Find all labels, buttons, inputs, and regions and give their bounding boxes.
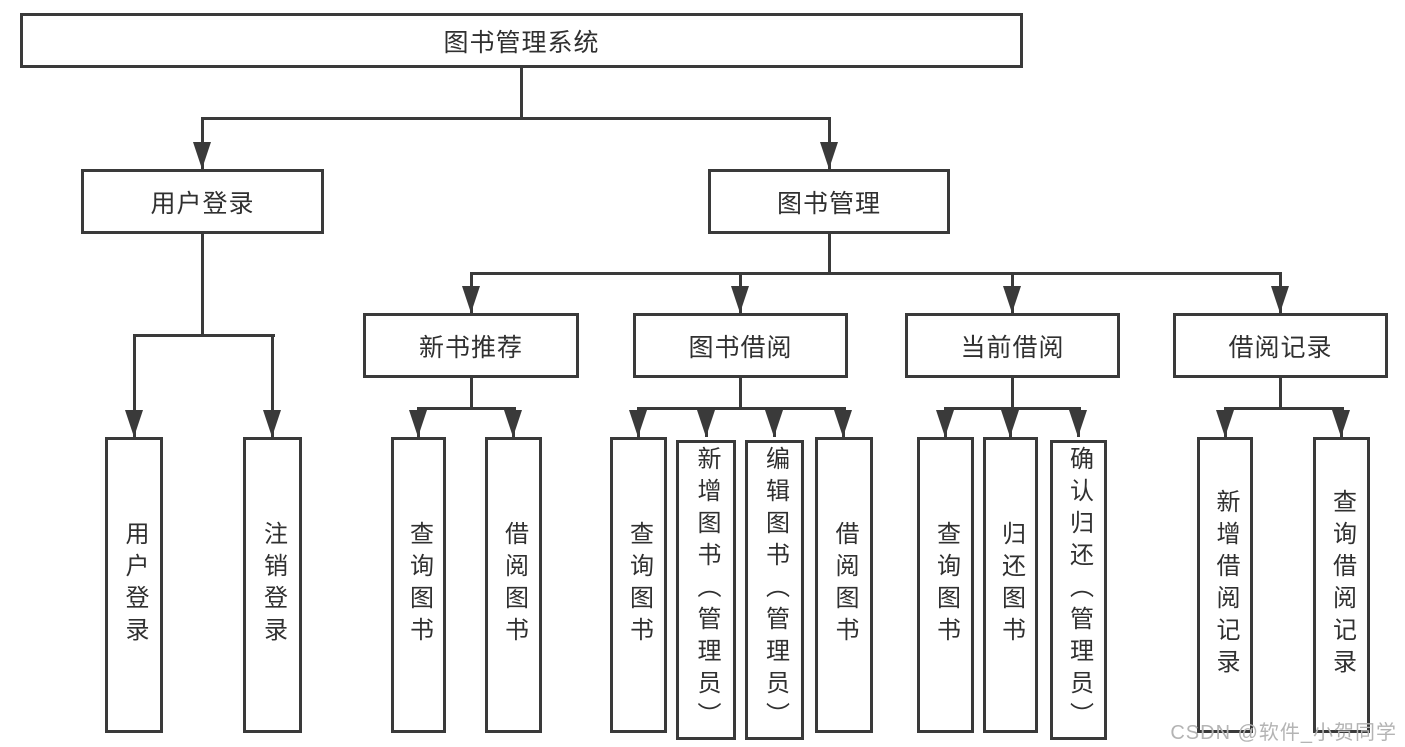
node-label: 确认归还（管理员） <box>1065 446 1093 734</box>
arrow-down-icon <box>820 142 838 169</box>
node-label: 编辑图书（管理员） <box>761 446 789 734</box>
arrow-down-icon <box>504 410 522 437</box>
node-current-borrow: 当前借阅 <box>905 313 1120 378</box>
connector-line <box>132 334 136 437</box>
connector-line <box>132 333 275 337</box>
node-label: 查询图书 <box>625 521 653 649</box>
node-borrow-records: 借阅记录 <box>1173 313 1388 378</box>
arrow-down-icon <box>629 410 647 437</box>
connector-line <box>469 271 1282 275</box>
connector-line <box>270 334 274 437</box>
node-label: 查询借阅记录 <box>1328 489 1356 681</box>
node-edit-book-admin: 编辑图书（管理员） <box>745 440 804 740</box>
node-label: 注销登录 <box>259 521 287 649</box>
node-label: 图书管理 <box>776 189 881 218</box>
arrow-down-icon <box>462 286 480 313</box>
connector-line <box>636 406 846 410</box>
node-add-borrow-record: 新增借阅记录 <box>1197 437 1253 733</box>
arrow-down-icon <box>765 410 783 437</box>
node-label: 用户登录 <box>150 189 255 218</box>
node-logout: 注销登录 <box>243 437 302 733</box>
node-query-books-recommend: 查询图书 <box>391 437 446 733</box>
arrow-down-icon <box>1069 410 1087 437</box>
arrow-down-icon <box>193 142 211 169</box>
connector-line <box>827 231 831 275</box>
arrow-down-icon <box>1003 286 1021 313</box>
node-label: 图书管理系统 <box>443 28 600 57</box>
node-label: 新书推荐 <box>418 333 523 362</box>
node-borrow-books-recommend: 借阅图书 <box>485 437 542 733</box>
connector-line <box>943 406 1081 410</box>
arrow-down-icon <box>1001 410 1019 437</box>
connector-line <box>469 376 473 410</box>
node-label: 借阅记录 <box>1228 333 1333 362</box>
node-label: 新增图书（管理员） <box>693 446 720 734</box>
connector-line <box>200 231 204 337</box>
node-new-book-recommend: 新书推荐 <box>363 313 579 378</box>
arrow-down-icon <box>731 286 749 313</box>
node-label: 图书借阅 <box>688 333 793 362</box>
node-add-book-admin: 新增图书（管理员） <box>676 440 736 740</box>
arrow-down-icon <box>263 410 281 437</box>
arrow-down-icon <box>1216 410 1234 437</box>
node-label: 借阅图书 <box>831 521 858 649</box>
connector-line <box>738 376 742 410</box>
node-user-login: 用户登录 <box>105 437 163 733</box>
arrow-down-icon <box>834 410 852 437</box>
connector-line <box>1278 376 1282 410</box>
node-label: 查询图书 <box>932 521 960 649</box>
node-borrow-books: 借阅图书 <box>815 437 873 733</box>
node-query-books-current: 查询图书 <box>917 437 974 733</box>
node-return-book: 归还图书 <box>983 437 1038 733</box>
connector-line <box>1010 376 1014 410</box>
node-book-management: 图书管理 <box>708 169 950 234</box>
watermark-text: CSDN @软件_小贺同学 <box>1170 722 1397 744</box>
connector-line <box>200 116 831 120</box>
arrow-down-icon <box>1271 286 1289 313</box>
node-user-login-group: 用户登录 <box>81 169 324 234</box>
node-book-borrow: 图书借阅 <box>633 313 848 378</box>
connector-line <box>1223 406 1344 410</box>
arrow-down-icon <box>125 410 143 437</box>
arrow-down-icon <box>1332 410 1350 437</box>
node-query-borrow-record: 查询借阅记录 <box>1313 437 1370 733</box>
connector-line <box>416 406 516 410</box>
connector-line <box>519 66 523 120</box>
node-label: 归还图书 <box>997 521 1025 649</box>
node-label: 查询图书 <box>405 521 433 649</box>
node-query-books-borrow: 查询图书 <box>610 437 667 733</box>
arrow-down-icon <box>936 410 954 437</box>
node-label: 用户登录 <box>121 521 148 649</box>
arrow-down-icon <box>409 410 427 437</box>
node-label: 当前借阅 <box>960 333 1065 362</box>
node-label: 借阅图书 <box>500 521 528 649</box>
arrow-down-icon <box>697 410 715 437</box>
node-root: 图书管理系统 <box>20 13 1023 68</box>
node-label: 新增借阅记录 <box>1212 489 1239 681</box>
node-confirm-return-admin: 确认归还（管理员） <box>1050 440 1107 740</box>
